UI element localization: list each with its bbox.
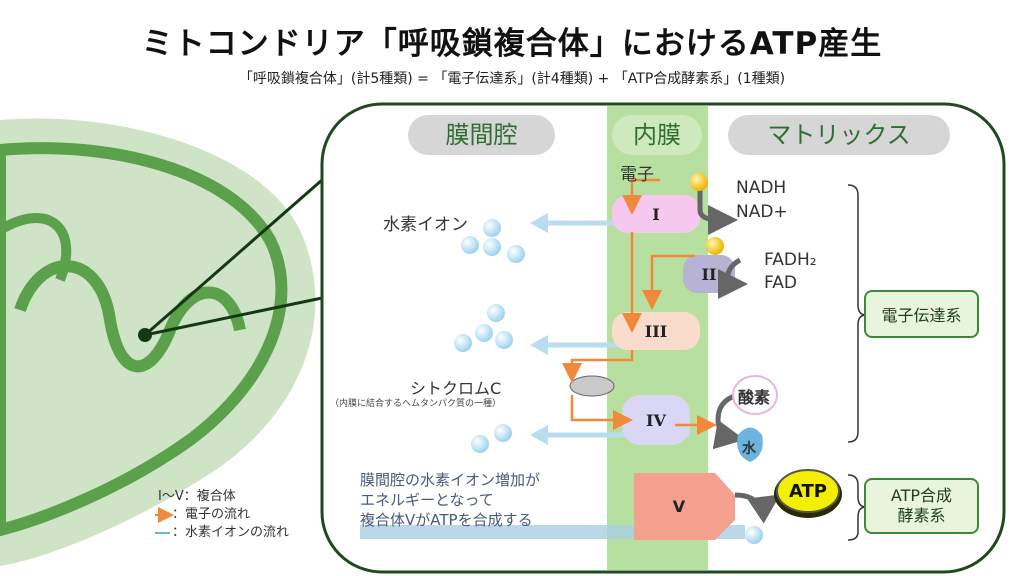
mitochondrion-illustration (0, 118, 316, 567)
explanation-line: エネルギーとなって (360, 491, 494, 509)
explanation-line: 複合体ⅤがATPを合成する (360, 511, 533, 529)
atp-synthase-box: ATP合成 酵素系 (864, 478, 979, 534)
region-inner-membrane: 内膜 (612, 115, 702, 155)
complex-4: IV (646, 410, 666, 430)
complex-1: I (652, 204, 660, 224)
legend-electron-flow: ：電子の流れ (172, 507, 251, 522)
atp-synthase-line1: ATP合成 (890, 486, 953, 505)
cytochrome-c-label: シトクロムC (410, 379, 502, 398)
legend-complex: Ⅰ～Ⅴ：複合体 (158, 489, 236, 504)
cytochrome-c-shape (569, 375, 615, 397)
electron-transport-chain-box: 電子伝達系 (864, 290, 979, 338)
nadh-label: NADH (736, 178, 787, 198)
atp-synthase-line2: 酵素系 (897, 506, 946, 525)
complex-3: III (644, 321, 668, 341)
cytochrome-c-note: （内膜に結合するヘムタンパク質の一種） (330, 399, 502, 409)
complex-2: II (701, 264, 717, 284)
water-label: 水 (742, 441, 756, 457)
legend: Ⅰ～Ⅴ：複合体 ：電子の流れ ：水素イオンの流れ (150, 488, 289, 542)
hydrogen-ion-label: 水素イオン (383, 215, 468, 235)
electron-label: 電子 (620, 165, 654, 185)
complex-5: V (672, 497, 686, 516)
region-intermembrane: 膜間腔 (408, 115, 555, 155)
region-matrix: マトリックス (728, 115, 950, 155)
hydrogen-ion-bubbles (454, 219, 763, 544)
atp-label: ATP (788, 481, 827, 502)
explanation-text: 膜間腔の水素イオン増加が エネルギーとなって 複合体ⅤがATPを合成する (360, 470, 540, 530)
nad-label: NAD+ (736, 202, 788, 222)
fad-label: FAD (764, 273, 797, 293)
page-title: ミトコンドリア「呼吸鎖複合体」におけるATP産生 (141, 26, 883, 62)
page-subtitle: 「呼吸鎖複合体」(計5種類) = 「電子伝達系」(計4種類) + 「ATP合成酵… (238, 71, 786, 87)
explanation-line: 膜間腔の水素イオン増加が (360, 471, 541, 489)
legend-hydrogen-flow: ：水素イオンの流れ (172, 525, 290, 540)
oxygen-label: 酸素 (738, 388, 771, 407)
fadh2-label: FADH₂ (764, 250, 817, 270)
